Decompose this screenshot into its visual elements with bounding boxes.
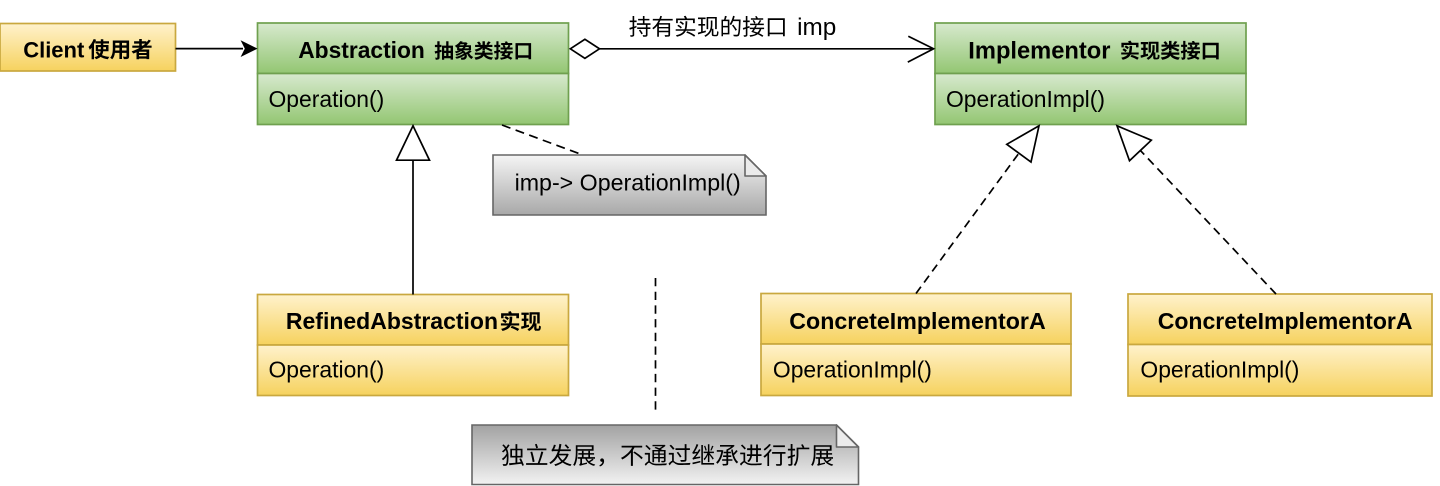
svg-text:imp: imp xyxy=(797,14,836,41)
svg-text:Operation(): Operation() xyxy=(269,357,385,383)
svg-text:Implementor: Implementor xyxy=(968,38,1110,64)
svg-text:OperationImpl(): OperationImpl() xyxy=(773,357,932,383)
svg-text:ConcreteImplementorA: ConcreteImplementorA xyxy=(1158,308,1413,334)
svg-text:imp-> OperationImpl(): imp-> OperationImpl() xyxy=(515,170,741,196)
svg-text:RefinedAbstraction: RefinedAbstraction xyxy=(286,308,498,334)
svg-text:OperationImpl(): OperationImpl() xyxy=(946,86,1105,112)
svg-text:OperationImpl(): OperationImpl() xyxy=(1140,357,1299,383)
svg-text:ConcreteImplementorA: ConcreteImplementorA xyxy=(789,308,1046,334)
svg-text:Client: Client xyxy=(23,37,85,62)
svg-text:Abstraction: Abstraction xyxy=(298,37,425,63)
svg-text:Operation(): Operation() xyxy=(269,86,385,112)
